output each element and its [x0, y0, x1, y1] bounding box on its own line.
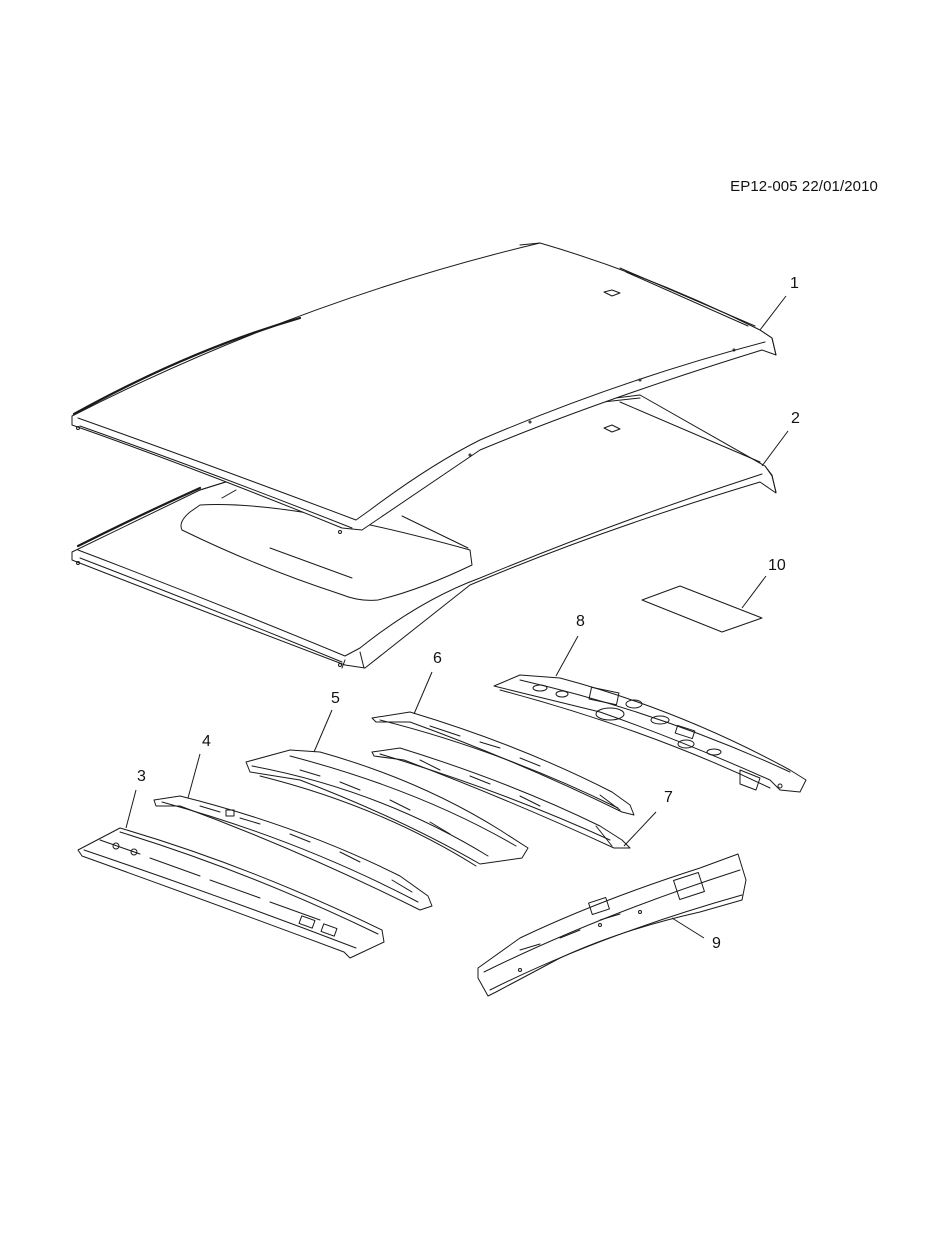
- leader-lines: [125, 295, 789, 939]
- part-5-roof-bow: [245, 749, 529, 867]
- callout-1: 1: [790, 275, 799, 292]
- part-4-roof-bow: [153, 795, 433, 911]
- callout-9: 9: [712, 935, 721, 952]
- callout-6: 6: [433, 650, 442, 667]
- callout-8: 8: [576, 613, 585, 630]
- part-10-pad: [641, 585, 763, 633]
- callout-4: 4: [202, 733, 211, 750]
- callout-3: 3: [137, 768, 146, 785]
- part-7-roof-bow: [371, 747, 631, 849]
- part-9-front-bow: [477, 853, 747, 997]
- part-3-front-header: [77, 827, 385, 959]
- callout-7: 7: [664, 789, 673, 806]
- part-6-roof-bow: [371, 711, 635, 816]
- callout-2: 2: [791, 410, 800, 427]
- part-2-roof-panel-sunroof: [71, 394, 777, 669]
- callout-5: 5: [331, 690, 340, 707]
- callout-10: 10: [768, 557, 786, 574]
- part-1-roof-panel: [71, 242, 777, 534]
- document-reference: EP12-005 22/01/2010: [730, 178, 878, 195]
- part-8-rear-roof-bow: [493, 674, 807, 793]
